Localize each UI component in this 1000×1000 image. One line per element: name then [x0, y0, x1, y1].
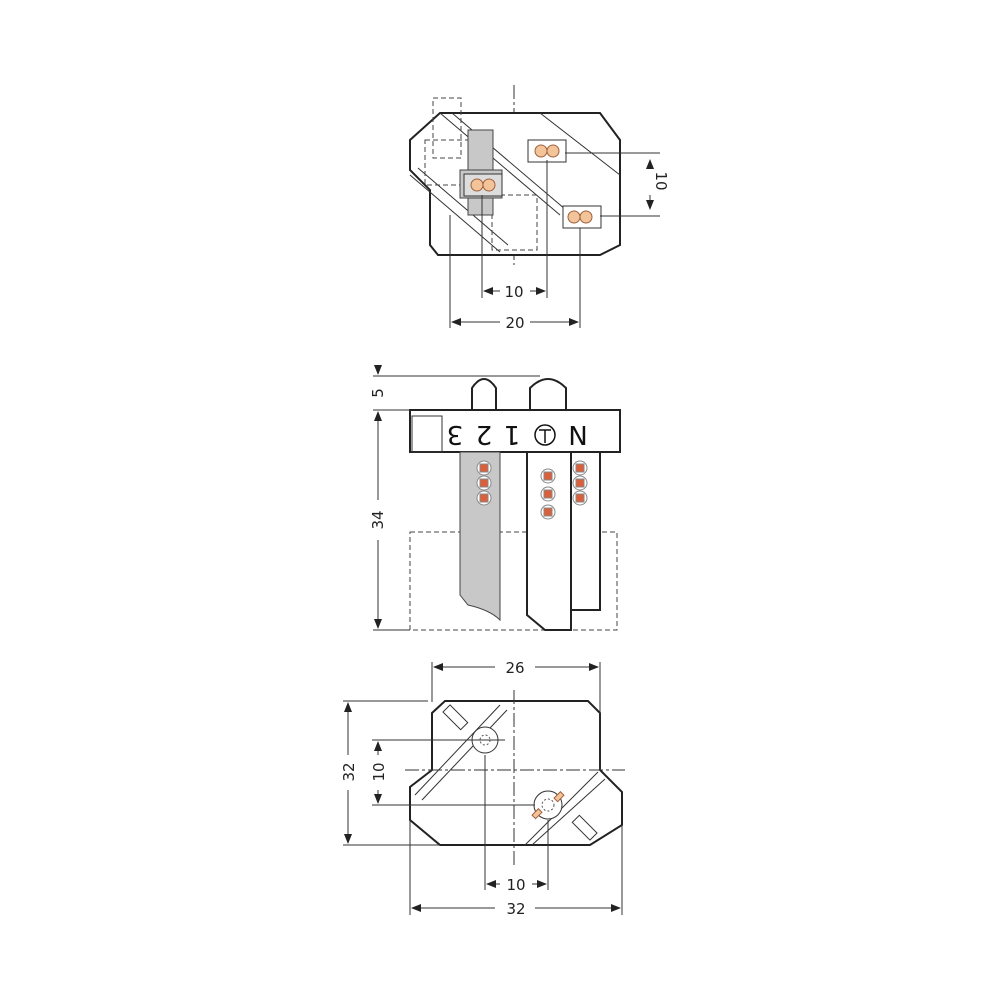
dim-bottom-width: 32 — [506, 900, 525, 918]
dim-bottom-top-width: 26 — [505, 659, 524, 677]
dim-bottom-vertical: 10 — [370, 762, 388, 781]
terminal-label-3: 3 — [447, 419, 464, 449]
contact-group-1 — [527, 139, 567, 163]
terminal-label-1: 1 — [504, 419, 521, 449]
top-view: 10 10 20 — [409, 85, 670, 332]
contact-group-2 — [463, 173, 503, 197]
dim-top-vertical: 10 — [652, 171, 670, 190]
dim-front-offset: 5 — [369, 388, 387, 398]
dim-front-height: 34 — [369, 510, 387, 529]
dim-bottom-horizontal: 10 — [506, 876, 525, 894]
dim-top-width: 20 — [505, 314, 524, 332]
contact-group-3 — [562, 205, 602, 229]
bottom-view: 26 32 10 10 32 — [340, 659, 625, 918]
terminal-label-n: N — [568, 419, 587, 449]
terminal-label-2: 2 — [476, 419, 493, 449]
dim-bottom-height: 32 — [340, 762, 358, 781]
front-view: 3 2 1 N 5 34 — [369, 365, 621, 631]
dim-top-horizontal: 10 — [504, 283, 523, 301]
label-strip — [409, 409, 621, 453]
